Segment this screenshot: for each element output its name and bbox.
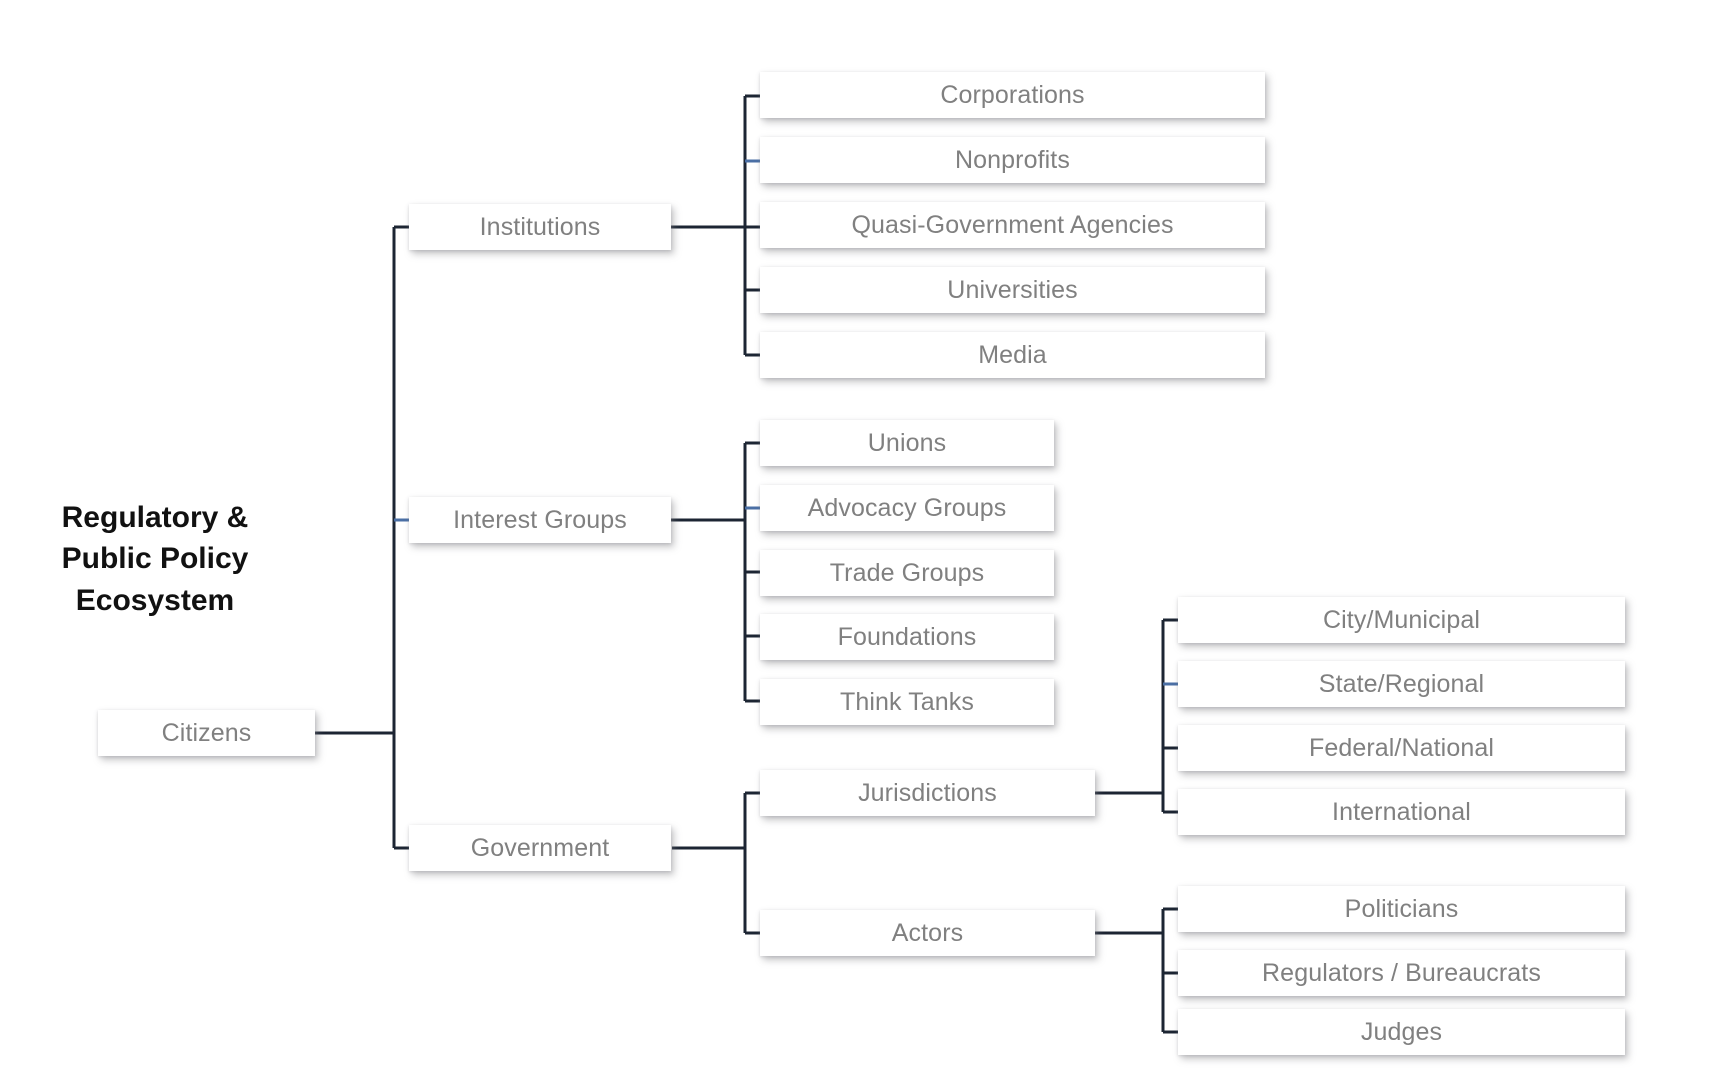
node-label: State/Regional — [1318, 669, 1485, 698]
node-label: Actors — [891, 918, 964, 947]
node-label: Advocacy Groups — [807, 493, 1007, 522]
node-media[interactable]: Media — [760, 332, 1265, 378]
node-interest-groups[interactable]: Interest Groups — [409, 497, 671, 543]
node-label: Interest Groups — [453, 505, 627, 534]
node-label: International — [1332, 797, 1471, 826]
node-label: Unions — [867, 428, 947, 457]
node-label: City/Municipal — [1322, 605, 1480, 634]
node-advocacy-groups[interactable]: Advocacy Groups — [760, 485, 1054, 531]
node-foundations[interactable]: Foundations — [760, 614, 1054, 660]
node-label: Institutions — [479, 212, 601, 241]
node-label: Nonprofits — [955, 145, 1070, 174]
node-universities[interactable]: Universities — [760, 267, 1265, 313]
node-label: Federal/National — [1308, 733, 1495, 762]
node-citizens[interactable]: Citizens — [98, 710, 315, 756]
node-label: Politicians — [1344, 894, 1459, 923]
node-label: Citizens — [161, 718, 252, 747]
node-government[interactable]: Government — [409, 825, 671, 871]
node-judges[interactable]: Judges — [1178, 1009, 1625, 1055]
node-international[interactable]: International — [1178, 789, 1625, 835]
node-label: Foundations — [837, 622, 977, 651]
node-think-tanks[interactable]: Think Tanks — [760, 679, 1054, 725]
node-nonprofits[interactable]: Nonprofits — [760, 137, 1265, 183]
node-actors[interactable]: Actors — [760, 910, 1095, 956]
node-label: Universities — [947, 275, 1078, 304]
page-title: Regulatory & Public Policy Ecosystem — [61, 501, 249, 617]
node-label: Think Tanks — [839, 687, 975, 716]
node-federal-national[interactable]: Federal/National — [1178, 725, 1625, 771]
node-institutions[interactable]: Institutions — [409, 204, 671, 250]
node-label: Regulators / Bureaucrats — [1262, 958, 1541, 987]
node-label: Corporations — [940, 80, 1085, 109]
node-politicians[interactable]: Politicians — [1178, 886, 1625, 932]
node-quasi-government-agencies[interactable]: Quasi-Government Agencies — [760, 202, 1265, 248]
node-label: Media — [978, 340, 1047, 369]
node-corporations[interactable]: Corporations — [760, 72, 1265, 118]
node-state-regional[interactable]: State/Regional — [1178, 661, 1625, 707]
node-regulators-bureaucrats[interactable]: Regulators / Bureaucrats — [1178, 950, 1625, 996]
node-trade-groups[interactable]: Trade Groups — [760, 550, 1054, 596]
node-label: Government — [470, 833, 610, 862]
node-label: Quasi-Government Agencies — [851, 210, 1174, 239]
node-label: Judges — [1360, 1017, 1443, 1046]
node-unions[interactable]: Unions — [760, 420, 1054, 466]
node-label: Jurisdictions — [858, 778, 997, 807]
node-city-municipal[interactable]: City/Municipal — [1178, 597, 1625, 643]
node-jurisdictions[interactable]: Jurisdictions — [760, 770, 1095, 816]
node-label: Trade Groups — [829, 558, 985, 587]
